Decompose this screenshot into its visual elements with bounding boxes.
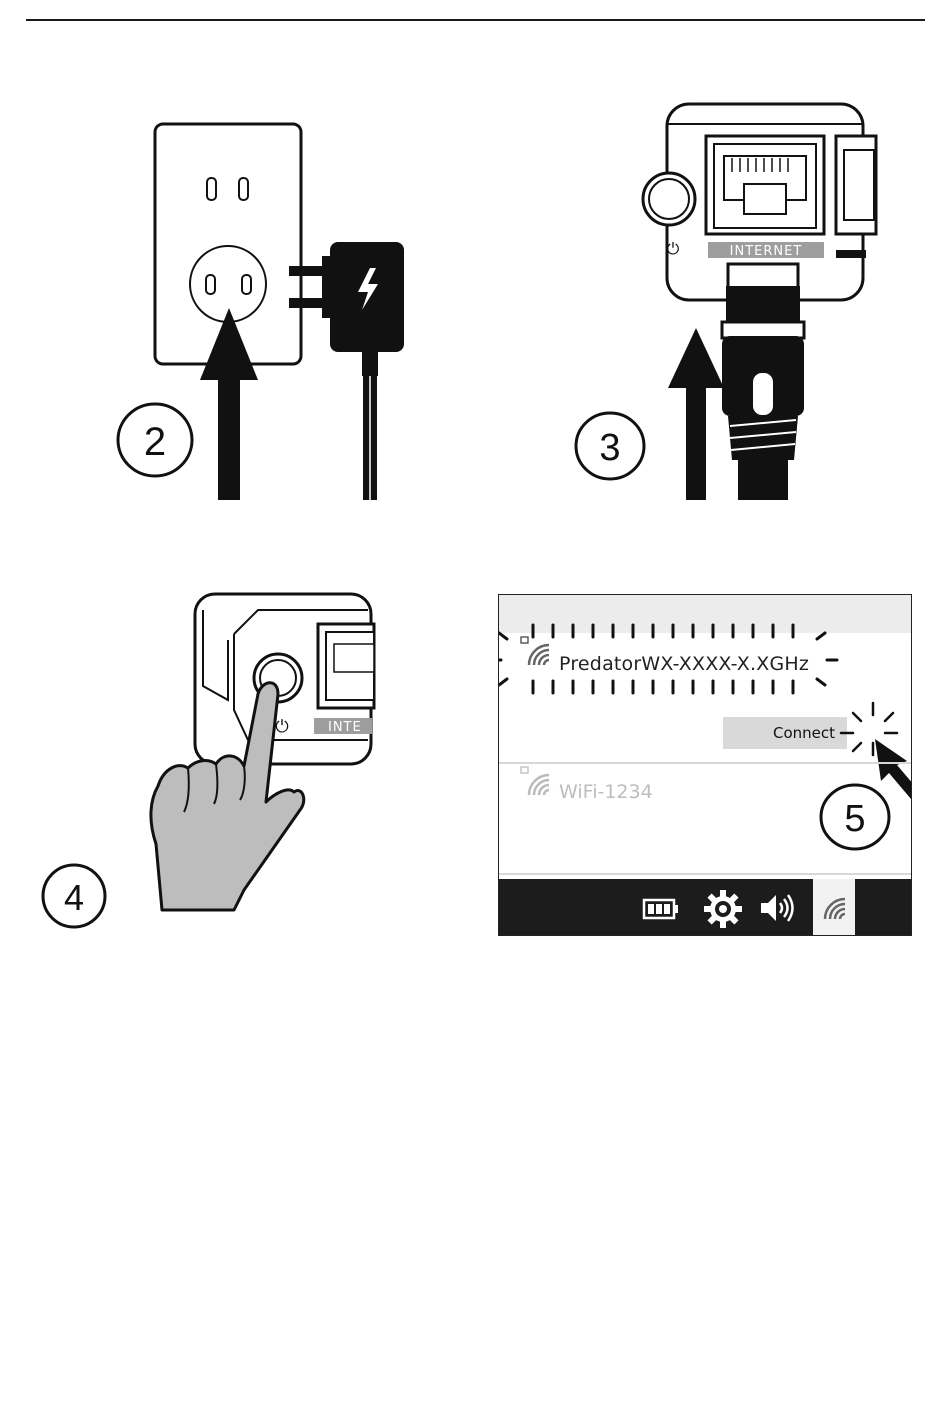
taskbar-wifi-button[interactable]	[813, 879, 855, 936]
step3-number: 3	[599, 427, 620, 469]
wifi-locked-icon	[525, 641, 551, 667]
step4-number: 4	[64, 877, 84, 918]
step5-badge: 5	[819, 783, 891, 853]
power-symbol-icon: ⏻	[667, 239, 680, 258]
wifi-icon	[821, 895, 847, 921]
taskbar	[499, 879, 911, 936]
wifi-network-panel: PredatorWX-XXXX-X.XGHz Connect WiFi-1234…	[498, 594, 912, 936]
network-2-name: WiFi-1234	[559, 781, 653, 803]
step4-port-label: INTE	[328, 720, 362, 735]
gear-icon[interactable]	[703, 889, 743, 929]
list-divider	[499, 873, 911, 875]
list-divider	[499, 762, 911, 764]
wifi-locked-icon	[525, 771, 551, 797]
speaker-icon[interactable]	[759, 893, 795, 923]
network-1-name: PredatorWX-XXXX-X.XGHz	[559, 653, 809, 675]
step2-number: 2	[144, 420, 166, 464]
step2-illustration: 2	[100, 110, 420, 510]
step4-illustration: ⏻ INTE 4	[38, 590, 378, 940]
connect-button[interactable]: Connect	[723, 717, 847, 749]
step3-illustration: ⏻ INTERNET 3	[568, 100, 868, 510]
internet-port-label: INTERNET	[730, 244, 803, 259]
top-rule	[26, 19, 925, 21]
step5-number: 5	[844, 798, 865, 840]
power-symbol-icon: ⏻	[275, 717, 289, 737]
battery-icon[interactable]	[643, 898, 679, 920]
